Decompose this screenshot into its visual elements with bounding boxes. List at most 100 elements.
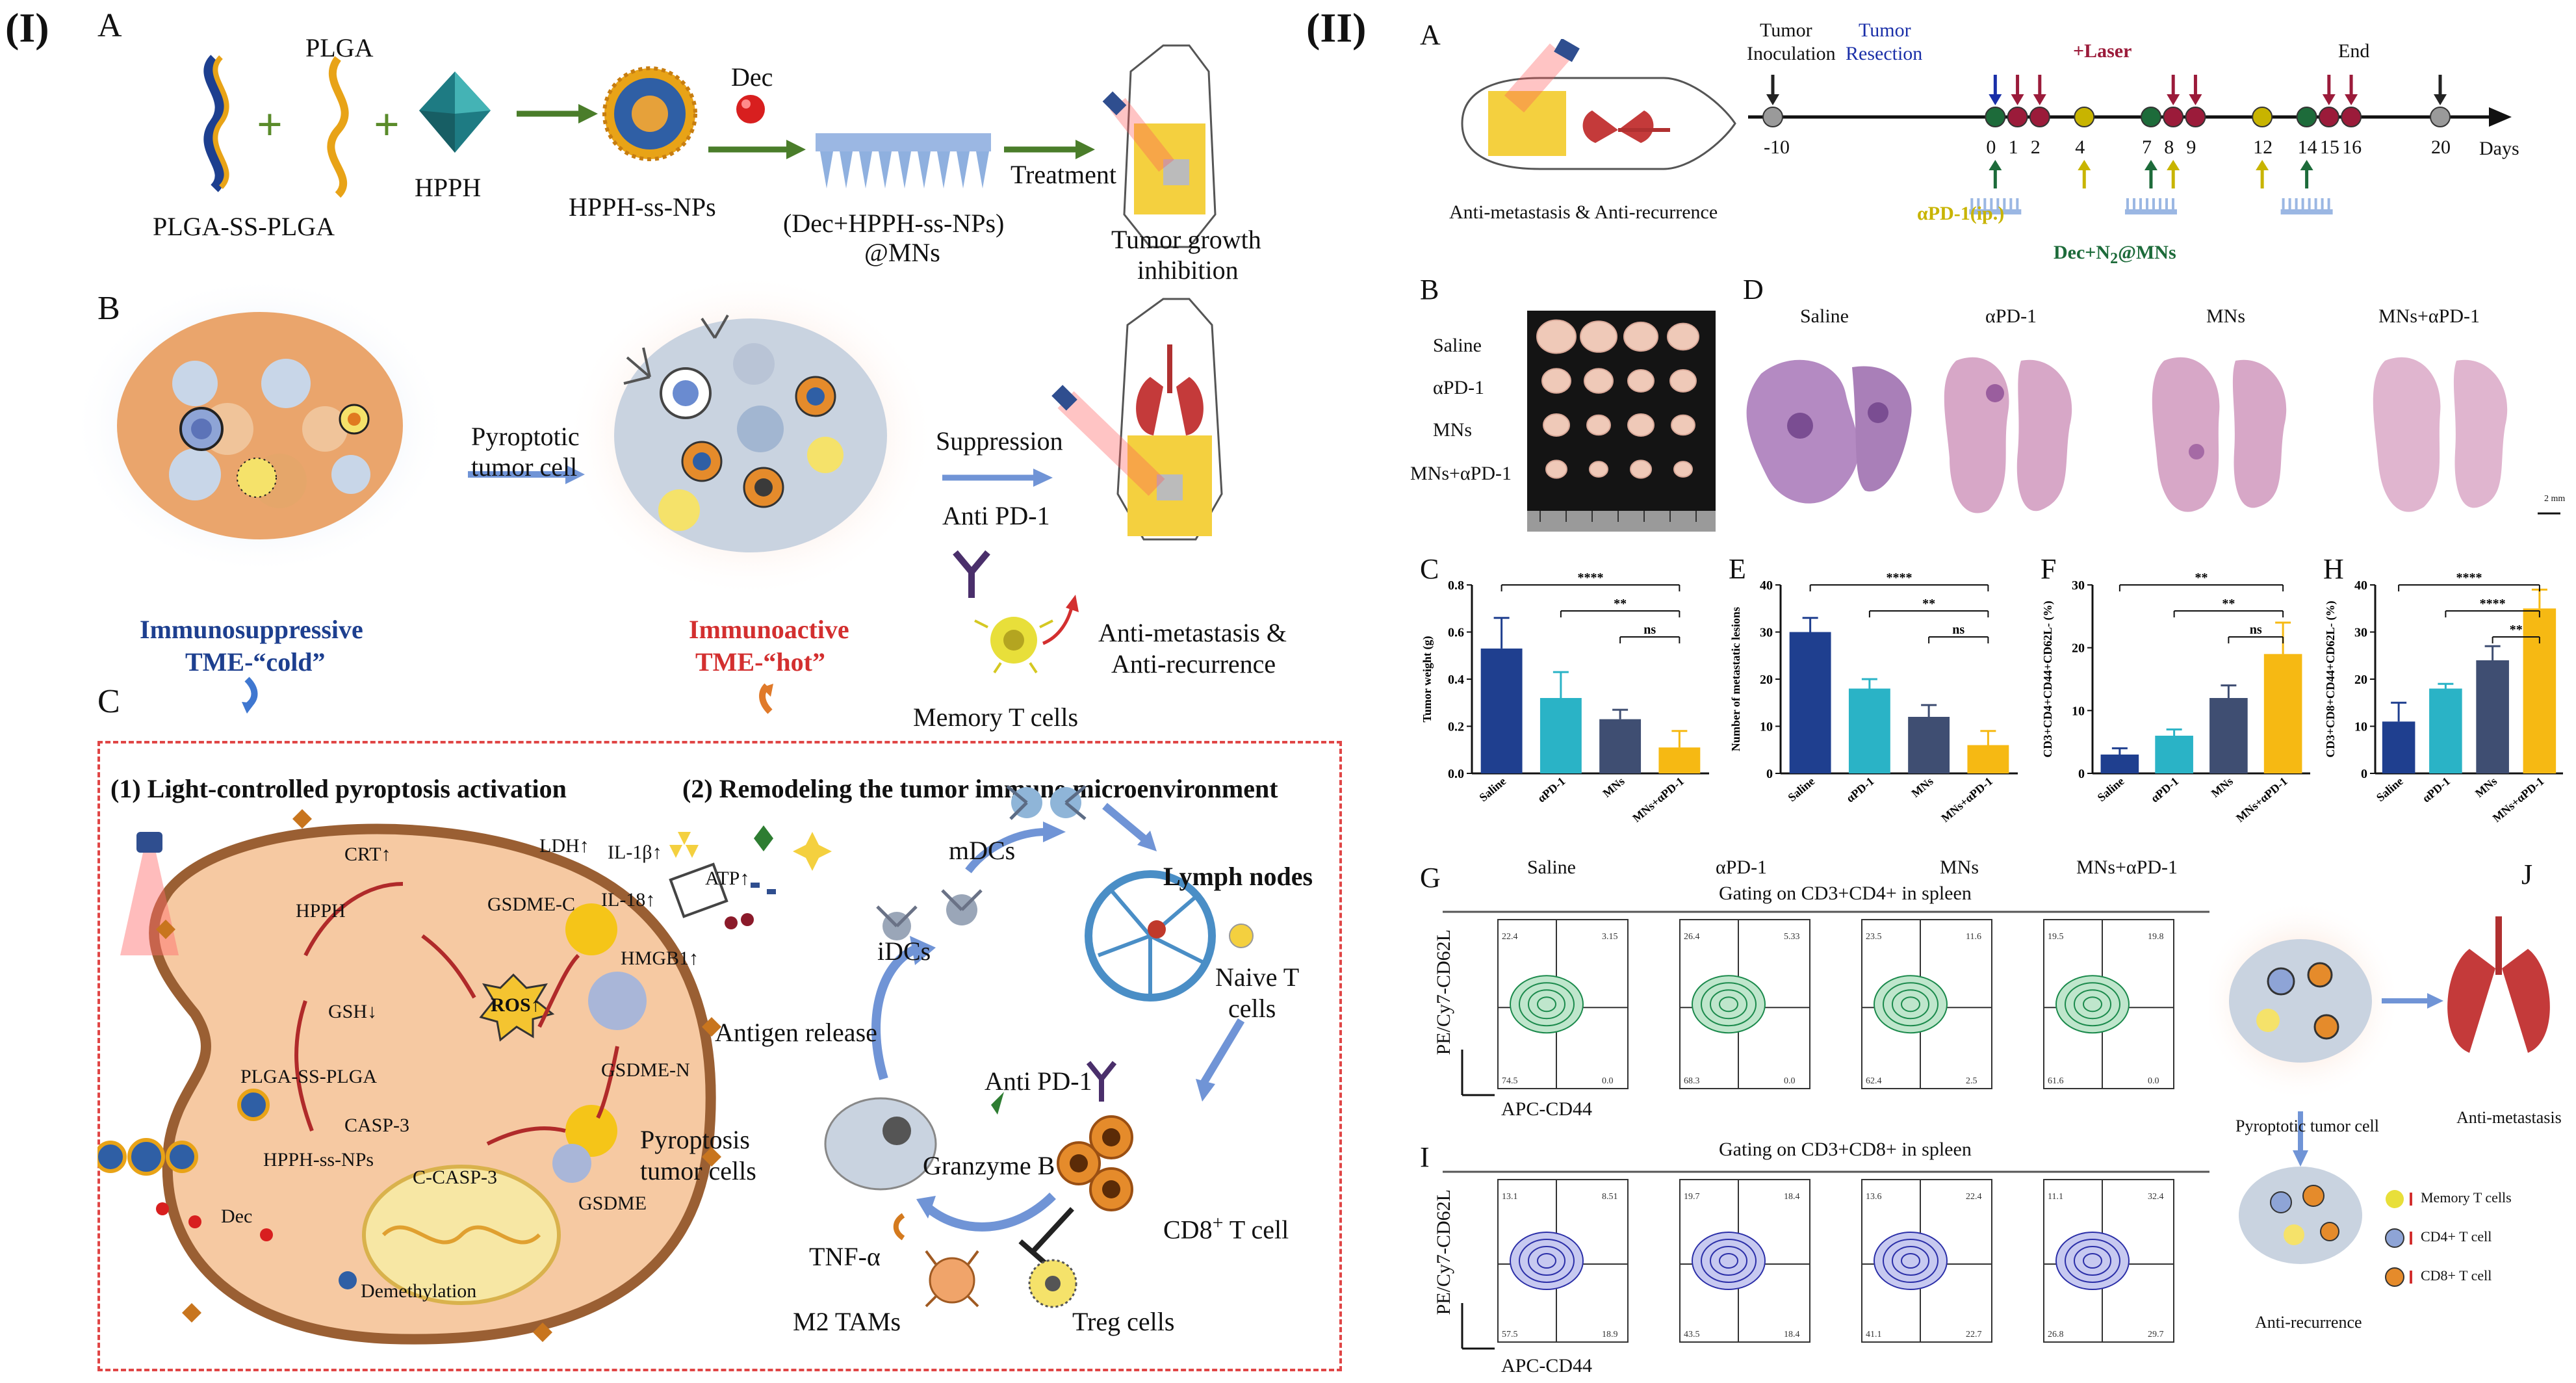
tumor-sample	[1545, 459, 1567, 479]
quadrant-value: 41.1	[1866, 1330, 1882, 1339]
timeline-dot-day-20	[2430, 107, 2451, 127]
flow-contour	[2083, 1253, 2102, 1269]
flow-contour	[1883, 1239, 1938, 1283]
cold-label-1: Immunosuppressive	[140, 615, 363, 644]
tumor-sample	[1543, 413, 1570, 437]
flow-contour	[1692, 1232, 1766, 1290]
y-tick-label: 20	[2354, 673, 2367, 687]
y-tick-label: 10	[1760, 720, 1773, 734]
timeline-dot-day-1	[2007, 107, 2028, 127]
part2-label: (II)	[1306, 5, 1367, 51]
cold-tumor-icon	[117, 312, 403, 539]
panel-1b-letter: B	[97, 290, 120, 327]
tumor-sample	[1627, 413, 1655, 437]
hot-tumor-icon	[614, 315, 887, 552]
tl-end: End	[2338, 40, 2370, 62]
timeline-dot-day-12	[2252, 107, 2273, 127]
scale-label: 2 mm	[2544, 494, 2566, 504]
antibody-icon	[953, 550, 990, 598]
c-heading-2: (2) Remodeling the tumor immune microenv…	[682, 774, 1278, 803]
tnf-icon	[893, 1213, 905, 1241]
suppression-label: Suppression	[936, 426, 1063, 456]
naive-t-icon	[1229, 924, 1254, 948]
y-tick-label: 40	[2354, 578, 2367, 593]
flow-contour	[1510, 975, 1584, 1034]
mns-label-1: (Dec+HPPH-ss-NPs)	[783, 209, 1005, 238]
inhib-label-1: Tumor growth	[1111, 225, 1261, 254]
b-row-3: MNs+αPD-1	[1410, 463, 1512, 484]
quadrant-value: 22.4	[1966, 1192, 1982, 1202]
tl-mns: Dec+N2@MNs	[2054, 242, 2176, 267]
panel-2a-mouse	[1461, 39, 1736, 170]
d-title-1: αPD-1	[1985, 305, 2037, 327]
sig-label: ns	[1643, 623, 1656, 637]
j-lung-icon	[2447, 916, 2550, 1053]
tumor-sample	[1671, 414, 1695, 436]
sig-label: ns	[2250, 623, 2262, 637]
flow-contour	[1510, 1232, 1584, 1290]
granzyme-icon	[991, 1092, 1004, 1115]
il18-label: IL-18↑	[601, 889, 656, 911]
tumor-sample	[1586, 414, 1611, 436]
timeline-tick-label: 20	[2431, 136, 2451, 158]
m2-label: M2 TAMs	[793, 1307, 901, 1336]
plga-ss-plga-label: PLGA-SS-PLGA	[153, 212, 335, 241]
panel-2f-letter: F	[2041, 553, 2057, 585]
flow-contour	[2065, 982, 2120, 1027]
sig-label: **	[2222, 597, 2235, 611]
b-row-2: MNs	[1433, 419, 1473, 441]
i-yaxis: PE/Cy7-CD62L	[1433, 1189, 1454, 1315]
j-legend-icons	[2385, 1190, 2412, 1287]
microneedle-patch-icon	[816, 133, 991, 188]
casp3-label: CASP-3	[344, 1115, 410, 1136]
c-heading-1: (1) Light-controlled pyroptosis activati…	[110, 774, 567, 803]
timeline-dot-day-9	[2185, 107, 2206, 127]
tl-inoc-2: Inoculation	[1747, 43, 1836, 64]
y-axis-label: CD3+CD4+CD44+CD62L- (%)	[2041, 601, 2055, 757]
dec-label: Dec	[731, 62, 773, 92]
tumor-sample	[1669, 369, 1697, 393]
naive-label-1: Naive T	[1215, 963, 1300, 992]
lung-section-mns	[2152, 357, 2287, 512]
bar	[1848, 688, 1890, 773]
antipd1-antibody-icon	[1086, 1061, 1117, 1102]
atp-label: ATP↑	[705, 868, 750, 889]
y-tick-label: 0	[2361, 767, 2367, 781]
tumor-sample	[1580, 320, 1617, 353]
c-hpph-label: HPPH	[296, 900, 346, 922]
demeth-label: Demethylation	[361, 1280, 477, 1302]
j-legend-1: CD4+ T cell	[2421, 1228, 2492, 1245]
c-antipd1-label: Anti PD-1	[985, 1066, 1092, 1096]
y-tick-label: 30	[2354, 626, 2367, 640]
i-gating: Gating on CD3+CD8+ in spleen	[1719, 1139, 1972, 1160]
y-tick-label: 20	[2072, 641, 2085, 656]
gsdme-n-icon	[588, 972, 647, 1030]
bar	[2523, 608, 2557, 773]
idcs-label: iDCs	[877, 937, 931, 966]
flow-contour	[2074, 989, 2111, 1020]
tumor-sample	[1667, 322, 1699, 351]
flow-contour	[2083, 996, 2102, 1013]
timeline-dot-day-2	[2029, 107, 2050, 127]
mns-label-2: @MNs	[864, 238, 940, 267]
x-tick-label: αPD-1	[1844, 775, 1876, 805]
gsh-label: GSH↓	[328, 1001, 378, 1022]
flow-contour	[1901, 996, 1920, 1013]
timeline-up-arrowhead	[1989, 160, 2002, 170]
flow-contour	[1710, 989, 1747, 1020]
flow-contour	[1710, 1246, 1747, 1276]
gsdme-icon	[565, 1105, 617, 1157]
panel-1a-letter: A	[97, 7, 122, 44]
membrane-pore-icon	[669, 862, 728, 918]
timeline-mn-patch	[2124, 209, 2177, 214]
d-title-0: Saline	[1800, 305, 1849, 327]
quadrant-value: 61.6	[2048, 1076, 2064, 1086]
flow-contour	[1892, 989, 1929, 1020]
y-axis-label: Tumor weight (g)	[1421, 636, 1434, 722]
timeline-down-arrowhead	[2322, 94, 2336, 105]
flow-contour	[1719, 996, 1738, 1013]
quadrant-value: 13.6	[1866, 1192, 1882, 1202]
